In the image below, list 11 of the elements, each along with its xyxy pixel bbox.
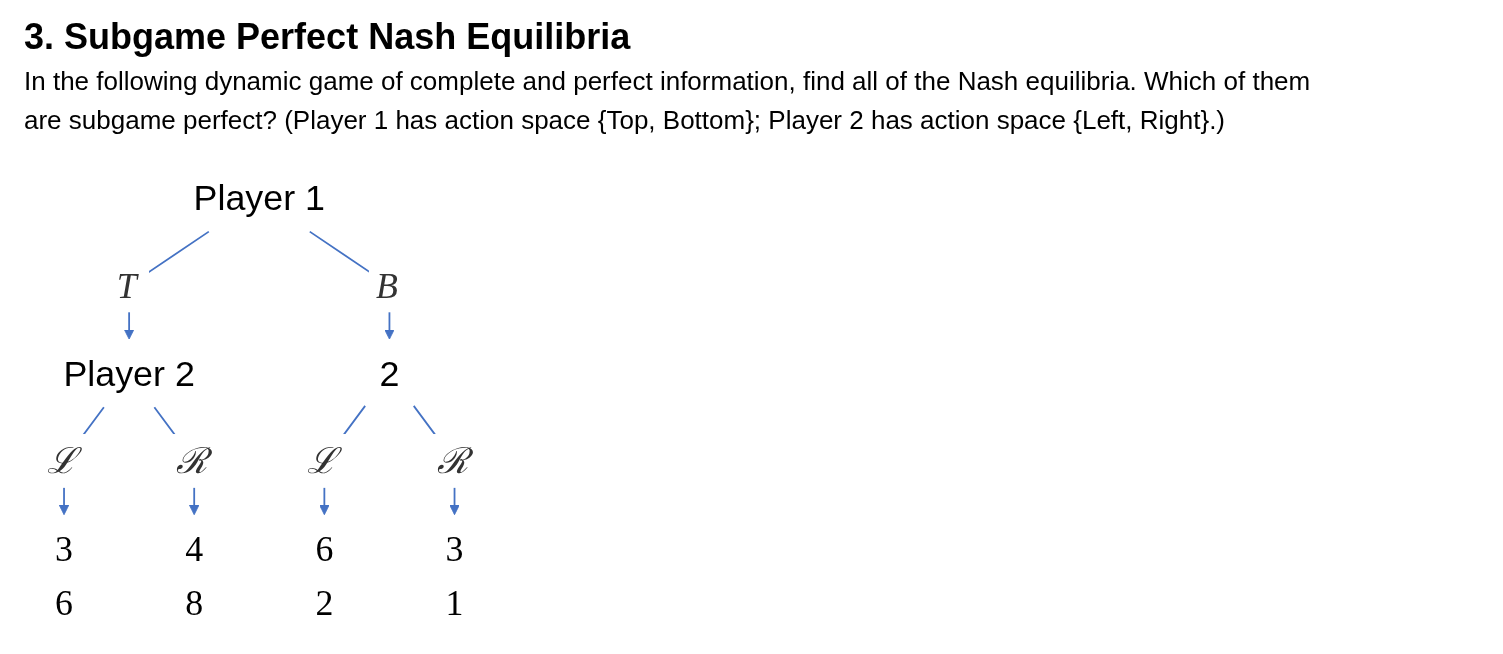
node-text: 3 6	[55, 528, 73, 623]
node-text: 6 2	[315, 528, 334, 623]
node-text: 4 8	[185, 528, 204, 623]
node-text: Player 1	[193, 177, 325, 218]
heading: 3. Subgame Perfect Nash Equilibria	[24, 16, 631, 58]
node-text: Player 2	[63, 353, 195, 393]
question-text: In the following dynamic game of complete and perfect information, find all of the Nash equilibria. Which of them are subgame perfect? (Player 1 has action space {Top, Bottom}; Player 2 has action space {Left, Right}.)	[24, 65, 1312, 137]
node-text: 3 1	[445, 528, 464, 623]
edge-label: B	[376, 265, 398, 306]
edge-label: T	[116, 265, 137, 306]
node-text: 2	[379, 353, 400, 393]
